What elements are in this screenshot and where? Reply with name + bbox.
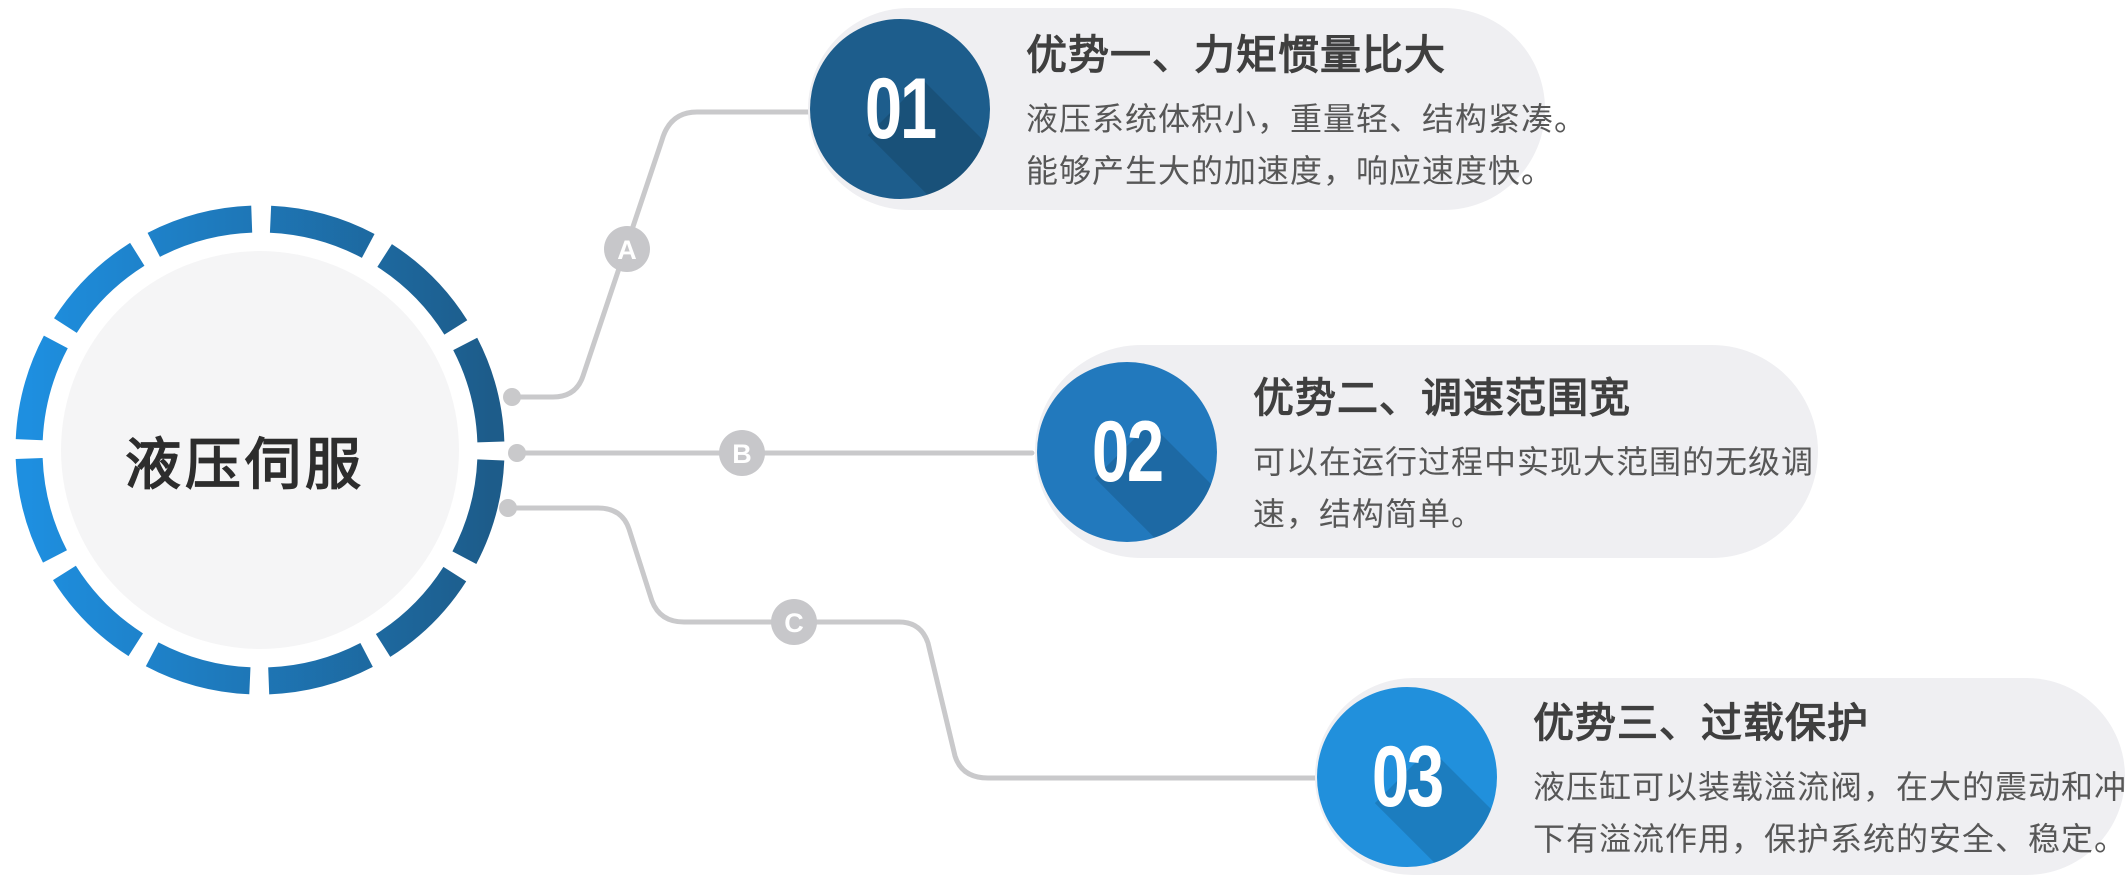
card-1-title: 优势一、力矩惯量比大 [1026, 32, 1446, 78]
hub-title: 液压伺服 [125, 433, 365, 496]
badge-a-circle [604, 226, 650, 272]
hub-ring [15, 205, 505, 695]
card-3-body-line: 液压缸可以装载溢流阀，在大的震动和冲击 [1533, 768, 2126, 805]
badge-c-circle [771, 599, 817, 645]
badge-b-circle [719, 430, 765, 476]
connector-c-badge: C [771, 599, 817, 645]
hub: 液压伺服 [0, 190, 520, 730]
card-3-title: 优势三、过载保护 [1533, 699, 1869, 746]
number-circle-02: 02 [1037, 361, 1217, 542]
card-3-text-block: 优势三、过载保护 液压缸可以装载溢流阀，在大的震动和冲击 下有溢流作用，保护系统… [1533, 689, 2126, 865]
connector-a-badge: A [604, 226, 650, 272]
card-2-title: 优势二、调速范围宽 [1253, 374, 1631, 421]
card-1-text-block: 优势一、力矩惯量比大 液压系统体积小，重量轻、结构紧凑。 能够产生大的加速度，响… [1026, 21, 1617, 197]
advantage-card-3: 03 优势三、过载保护 液压缸可以装载溢流阀，在大的震动和冲击 下有溢流作用，保… [1315, 678, 2126, 875]
connector-a-dot [503, 388, 521, 406]
badge-a-label: A [617, 235, 637, 265]
connector-b-dot [508, 444, 526, 462]
card-2-text-block: 优势二、调速范围宽 可以在运行过程中实现大范围的无级调 速，结构简单。 [1253, 364, 1844, 540]
number-01-label: 01 [865, 61, 937, 157]
card-1-body-line: 液压系统体积小，重量轻、结构紧凑。 [1026, 101, 1588, 137]
advantage-card-1: 01 优势一、力矩惯量比大 液压系统体积小，重量轻、结构紧凑。 能够产生大的加速… [808, 8, 1586, 210]
badge-b-label: B [732, 439, 752, 469]
number-02-label: 02 [1092, 403, 1164, 500]
number-03-label: 03 [1372, 728, 1444, 825]
connector-a-line [509, 109, 818, 400]
card-2-body-line: 速，结构简单。 [1253, 495, 1485, 532]
connector-c-dot [499, 499, 517, 517]
number-circle-01: 01 [810, 19, 990, 199]
hub-inner-circle [61, 251, 459, 649]
card-1-body-line: 能够产生大的加速度，响应速度快。 [1026, 153, 1555, 189]
connector-b-badge: B [719, 430, 765, 476]
card-2-body-line: 可以在运行过程中实现大范围的无级调 [1253, 443, 1815, 480]
card-3-body-line: 下有溢流作用，保护系统的安全、稳定。 [1533, 820, 2126, 857]
advantage-card-2: 02 优势二、调速范围宽 可以在运行过程中实现大范围的无级调 速，结构简单。 [1035, 345, 1818, 558]
number-circle-03: 03 [1317, 686, 1497, 867]
badge-c-label: C [784, 608, 804, 638]
